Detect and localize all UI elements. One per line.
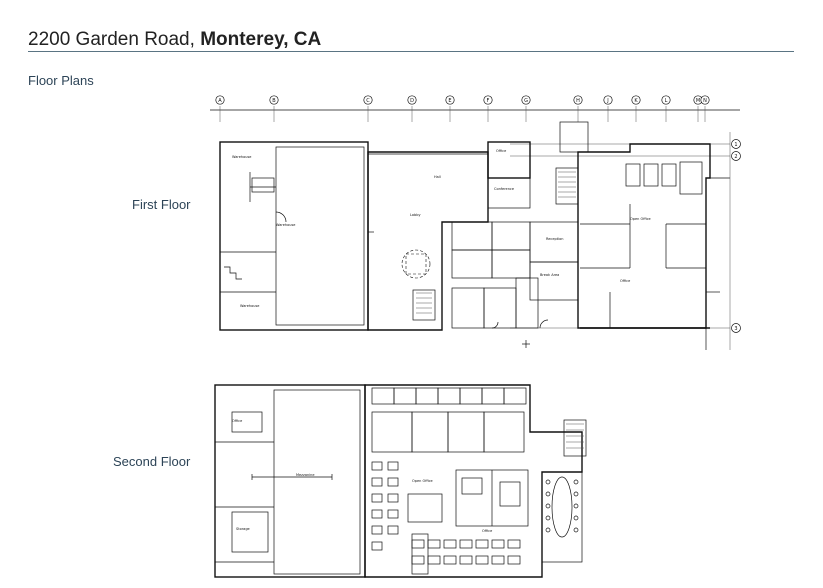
page-header: 2200 Garden Road, Monterey, CA — [28, 29, 321, 51]
row-bubble-2: 2 — [731, 151, 741, 161]
svg-text:D: D — [410, 98, 414, 104]
svg-text:Office: Office — [620, 279, 630, 283]
svg-text:Office: Office — [482, 529, 492, 533]
svg-text:Lobby: Lobby — [410, 213, 421, 217]
svg-text:Hall: Hall — [434, 175, 441, 179]
svg-text:K: K — [634, 98, 638, 104]
grid-bubble-D: D — [407, 95, 417, 105]
svg-text:Conference: Conference — [494, 187, 514, 191]
section-title: Floor Plans — [28, 73, 94, 88]
svg-text:N: N — [703, 98, 707, 104]
svg-text:M: M — [696, 98, 700, 104]
svg-text:Reception: Reception — [546, 237, 563, 241]
row-bubble-3: 3 — [731, 323, 741, 333]
grid-bubble-E: E — [445, 95, 455, 105]
svg-text:F: F — [487, 98, 490, 104]
svg-text:Warehouse: Warehouse — [232, 155, 251, 159]
svg-text:Open Office: Open Office — [630, 217, 651, 221]
grid-bubble-L: L — [661, 95, 671, 105]
address-text: 2200 Garden Road, — [28, 29, 195, 50]
grid-bubble-C: C — [363, 95, 373, 105]
svg-text:Warehouse: Warehouse — [276, 223, 295, 227]
first-floor-label: First Floor — [132, 197, 191, 212]
second-floor-plan: Open Office Office Office Storage Mezzan… — [214, 384, 587, 578]
grid-bubble-B: B — [269, 95, 279, 105]
grid-bubble-H: H — [573, 95, 583, 105]
svg-text:Office: Office — [496, 149, 506, 153]
svg-text:C: C — [366, 98, 370, 104]
svg-text:Open Office: Open Office — [412, 479, 433, 483]
svg-text:Office: Office — [232, 419, 242, 423]
svg-text:Mezzanine: Mezzanine — [296, 473, 315, 477]
svg-text:1: 1 — [734, 142, 737, 148]
svg-text:3: 3 — [734, 326, 737, 332]
row-grid-labels: 1 2 3 — [731, 139, 741, 333]
row-bubble-1: 1 — [731, 139, 741, 149]
grid-bubble-G: G — [521, 95, 531, 105]
second-floor-label: Second Floor — [113, 454, 191, 469]
svg-text:E: E — [448, 98, 451, 104]
svg-text:2: 2 — [734, 154, 737, 160]
svg-text:L: L — [665, 98, 668, 104]
svg-text:J: J — [606, 98, 608, 104]
grid-bubble-F: F — [483, 95, 493, 105]
svg-text:H: H — [576, 98, 580, 104]
svg-text:B: B — [272, 98, 276, 104]
svg-text:Break Area: Break Area — [540, 273, 559, 277]
header-divider — [28, 51, 794, 52]
svg-text:G: G — [524, 98, 528, 104]
svg-text:Storage: Storage — [236, 527, 250, 531]
svg-text:Warehouse: Warehouse — [240, 304, 259, 308]
grid-bubble-A: A — [215, 95, 225, 105]
grid-bubble-N: N — [700, 95, 710, 105]
grid-bubble-K: K — [631, 95, 641, 105]
city-text: Monterey, CA — [200, 29, 322, 50]
grid-bubble-J: J — [603, 95, 613, 105]
svg-text:A: A — [218, 98, 222, 104]
